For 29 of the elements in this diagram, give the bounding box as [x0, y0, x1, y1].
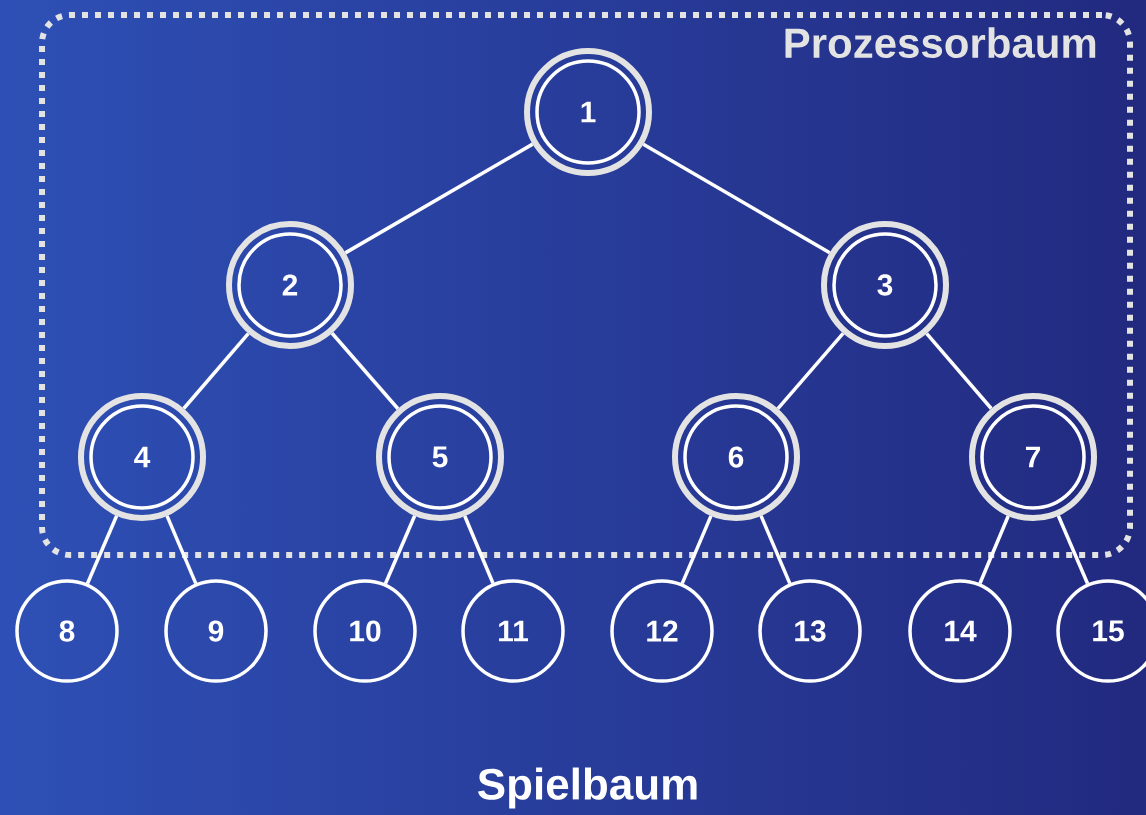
connector-line	[680, 515, 713, 585]
tree-label: Spielbaum	[478, 767, 697, 809]
circle-node: 8	[15, 579, 119, 683]
connector-line	[978, 515, 1010, 584]
connector-line	[182, 332, 250, 410]
connector-line	[925, 332, 993, 410]
double-circle-node: 2	[226, 221, 354, 349]
connector-line	[642, 142, 831, 255]
connector-line	[463, 515, 495, 584]
circle-node: 12	[610, 579, 714, 683]
circle-node: 9	[164, 579, 268, 683]
circle-node: 13	[758, 579, 862, 683]
connector-line	[759, 515, 792, 585]
double-circle-node: 4	[78, 393, 206, 521]
circle-node: 10	[313, 579, 417, 683]
connector-line	[1056, 515, 1090, 585]
connector-line	[330, 332, 400, 410]
connector-line	[85, 515, 119, 585]
connector-line	[776, 332, 845, 410]
double-circle-node: 1	[524, 48, 652, 176]
connector-line	[383, 515, 417, 585]
double-circle-node: 3	[821, 221, 949, 349]
double-circle-node: 6	[672, 393, 800, 521]
circle-node: 11	[461, 579, 565, 683]
connector-line	[165, 515, 198, 585]
double-circle-node: 5	[376, 393, 504, 521]
connector-line	[344, 142, 534, 255]
circle-node: 14	[908, 579, 1012, 683]
double-circle-node: 7	[969, 393, 1097, 521]
